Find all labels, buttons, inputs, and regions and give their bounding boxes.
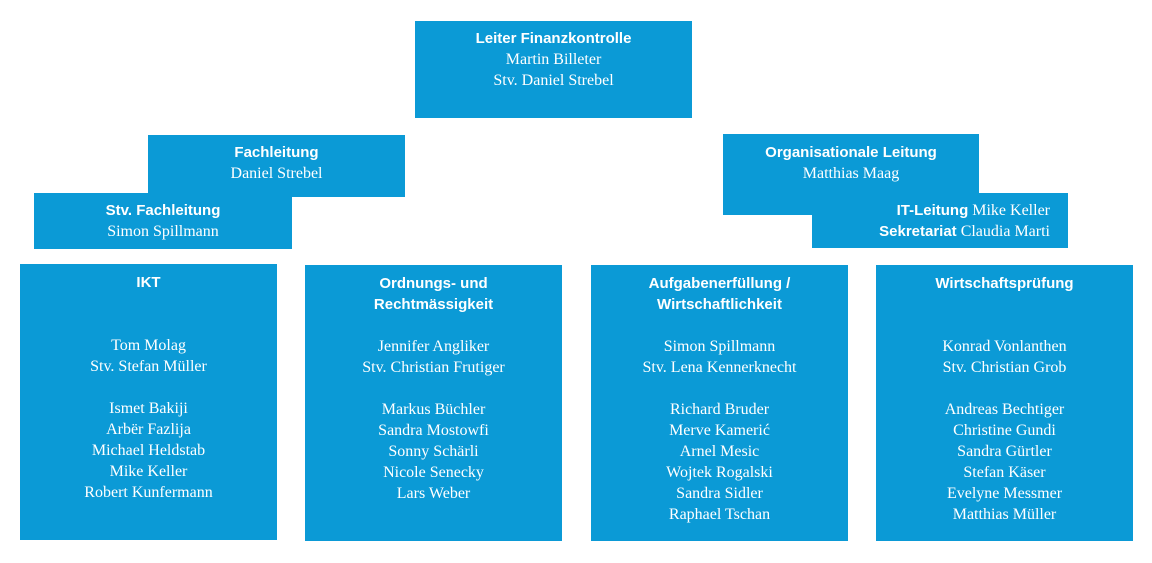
unit-member: Sandra Mostowfi <box>378 422 489 439</box>
spacer <box>876 378 1133 399</box>
unit-member: Merve Kamerić <box>669 422 770 439</box>
unit-member: Arnel Mesic <box>679 443 760 460</box>
unit-member: Arbër Fazlija <box>106 421 191 438</box>
sekretariat-title: Sekretariat <box>879 223 957 240</box>
unit-member: Nicole Senecky <box>383 464 484 481</box>
spacer <box>305 315 562 336</box>
unit-deputy: Stv. Christian Grob <box>942 359 1067 376</box>
unit-title-line1: Ordnungs- und <box>379 275 488 292</box>
sekretariat-line: Sekretariat Claudia Marti <box>812 221 1050 242</box>
unit-box: Ordnungs- und Rechtmässigkeit Jennifer A… <box>305 265 562 541</box>
unit-title-line1: Wirtschaftsprüfung <box>935 275 1074 292</box>
spacer <box>305 378 562 399</box>
unit-member: Michael Heldstab <box>91 442 206 459</box>
unit-member: Wojtek Rogalski <box>666 464 773 481</box>
unit-title-line2: Rechtmässigkeit <box>373 296 494 313</box>
spacer <box>876 294 1133 315</box>
unit-box: IKT Tom Molag Stv. Stefan Müller Ismet B… <box>20 264 277 540</box>
sekretariat-name: Claudia Marti <box>960 223 1050 240</box>
unit-member: Raphael Tschan <box>668 506 771 523</box>
unit-member: Markus Büchler <box>381 401 486 418</box>
unit-deputy: Stv. Stefan Müller <box>90 358 207 375</box>
unit-member: Sonny Schärli <box>388 443 479 460</box>
unit-member: Sandra Sidler <box>676 485 763 502</box>
it-leitung-title: IT-Leitung <box>896 202 969 219</box>
fachleitung-title: Fachleitung <box>234 144 319 161</box>
unit-title-line1: Aufgabenerfüllung / <box>648 275 791 292</box>
unit-box: Wirtschaftsprüfung Konrad Vonlanthen Stv… <box>876 265 1133 541</box>
unit-title-line1: IKT <box>136 274 161 291</box>
unit-member: Christine Gundi <box>953 422 1056 439</box>
box-stv-fachleitung: Stv. Fachleitung Simon Spillmann <box>34 193 292 249</box>
unit-member: Ismet Bakiji <box>109 400 188 417</box>
top-deputy: Stv. Daniel Strebel <box>493 72 614 89</box>
unit-member: Mike Keller <box>109 463 188 480</box>
org-leitung-name: Matthias Maag <box>802 165 900 182</box>
stv-fachleitung-title: Stv. Fachleitung <box>105 202 221 219</box>
box-it-sekretariat: IT-Leitung Mike Keller Sekretariat Claud… <box>812 193 1068 248</box>
top-title: Leiter Finanzkontrolle <box>475 30 632 47</box>
unit-member: Matthias Müller <box>952 506 1057 523</box>
it-leitung-name: Mike Keller <box>972 202 1050 219</box>
unit-head: Simon Spillmann <box>663 338 776 355</box>
unit-member: Richard Bruder <box>669 401 770 418</box>
stv-fachleitung-name: Simon Spillmann <box>107 223 219 240</box>
fachleitung-name: Daniel Strebel <box>230 165 323 182</box>
unit-head: Tom Molag <box>111 337 186 354</box>
unit-deputy: Stv. Christian Frutiger <box>362 359 505 376</box>
unit-member: Lars Weber <box>396 485 471 502</box>
spacer <box>591 315 848 336</box>
unit-head: Konrad Vonlanthen <box>942 338 1067 355</box>
spacer <box>20 377 277 398</box>
unit-member: Sandra Gürtler <box>957 443 1052 460</box>
spacer <box>20 293 277 314</box>
spacer <box>20 314 277 335</box>
org-leitung-title: Organisationale Leitung <box>765 144 937 161</box>
box-fachleitung: Fachleitung Daniel Strebel <box>148 135 405 197</box>
spacer <box>876 315 1133 336</box>
unit-box: Aufgabenerfüllung / Wirtschaftlichkeit S… <box>591 265 848 541</box>
it-leitung-line: IT-Leitung Mike Keller <box>812 200 1050 221</box>
unit-title-line2: Wirtschaftlichkeit <box>657 296 782 313</box>
unit-deputy: Stv. Lena Kennerknecht <box>642 359 797 376</box>
top-name: Martin Billeter <box>505 51 602 68</box>
unit-member: Stefan Käser <box>963 464 1046 481</box>
unit-member: Robert Kunfermann <box>84 484 213 501</box>
unit-member: Andreas Bechtiger <box>944 401 1065 418</box>
spacer <box>591 378 848 399</box>
box-leiter-finanzkontrolle: Leiter Finanzkontrolle Martin Billeter S… <box>415 21 692 118</box>
unit-member: Evelyne Messmer <box>946 485 1063 502</box>
unit-head: Jennifer Angliker <box>377 338 490 355</box>
